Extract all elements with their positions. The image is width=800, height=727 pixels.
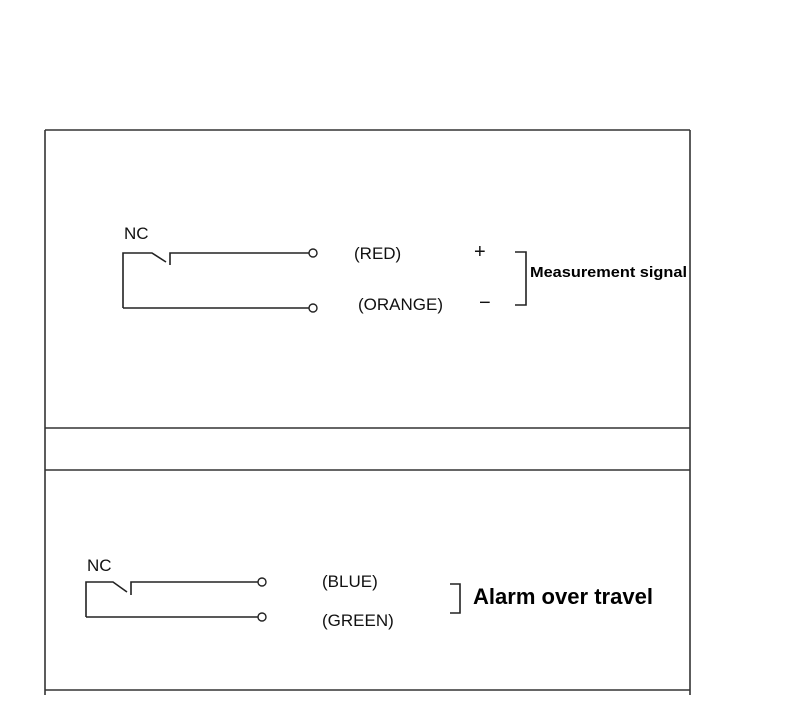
bottom-circuit: NC (BLUE) (GREEN) Alarm over travel [85, 556, 653, 630]
top-nc-contact [122, 252, 309, 309]
bottom-terminal-2 [257, 612, 267, 622]
bottom-signal-label: Alarm over travel [473, 584, 653, 609]
top-circuit: NC (RED) (ORANGE) + − Measurement signal [122, 224, 687, 314]
bottom-bracket [450, 583, 461, 614]
top-wire2-color: (ORANGE) [358, 295, 443, 314]
bottom-terminal-1 [257, 577, 267, 587]
top-polarity-plus: + [474, 241, 486, 263]
top-terminal-1 [308, 248, 318, 258]
bottom-nc-contact [85, 581, 258, 618]
bottom-contact-label: NC [87, 556, 112, 575]
bottom-wire2-color: (GREEN) [322, 611, 394, 630]
top-contact-label: NC [124, 224, 149, 243]
top-terminal-2 [308, 303, 318, 313]
diagram-frame [44, 129, 691, 695]
top-wire1-color: (RED) [354, 244, 401, 263]
top-polarity-minus: − [479, 292, 491, 314]
bottom-wire1-color: (BLUE) [322, 572, 378, 591]
top-bracket [515, 251, 527, 306]
top-signal-label: Measurement signal [530, 264, 687, 281]
